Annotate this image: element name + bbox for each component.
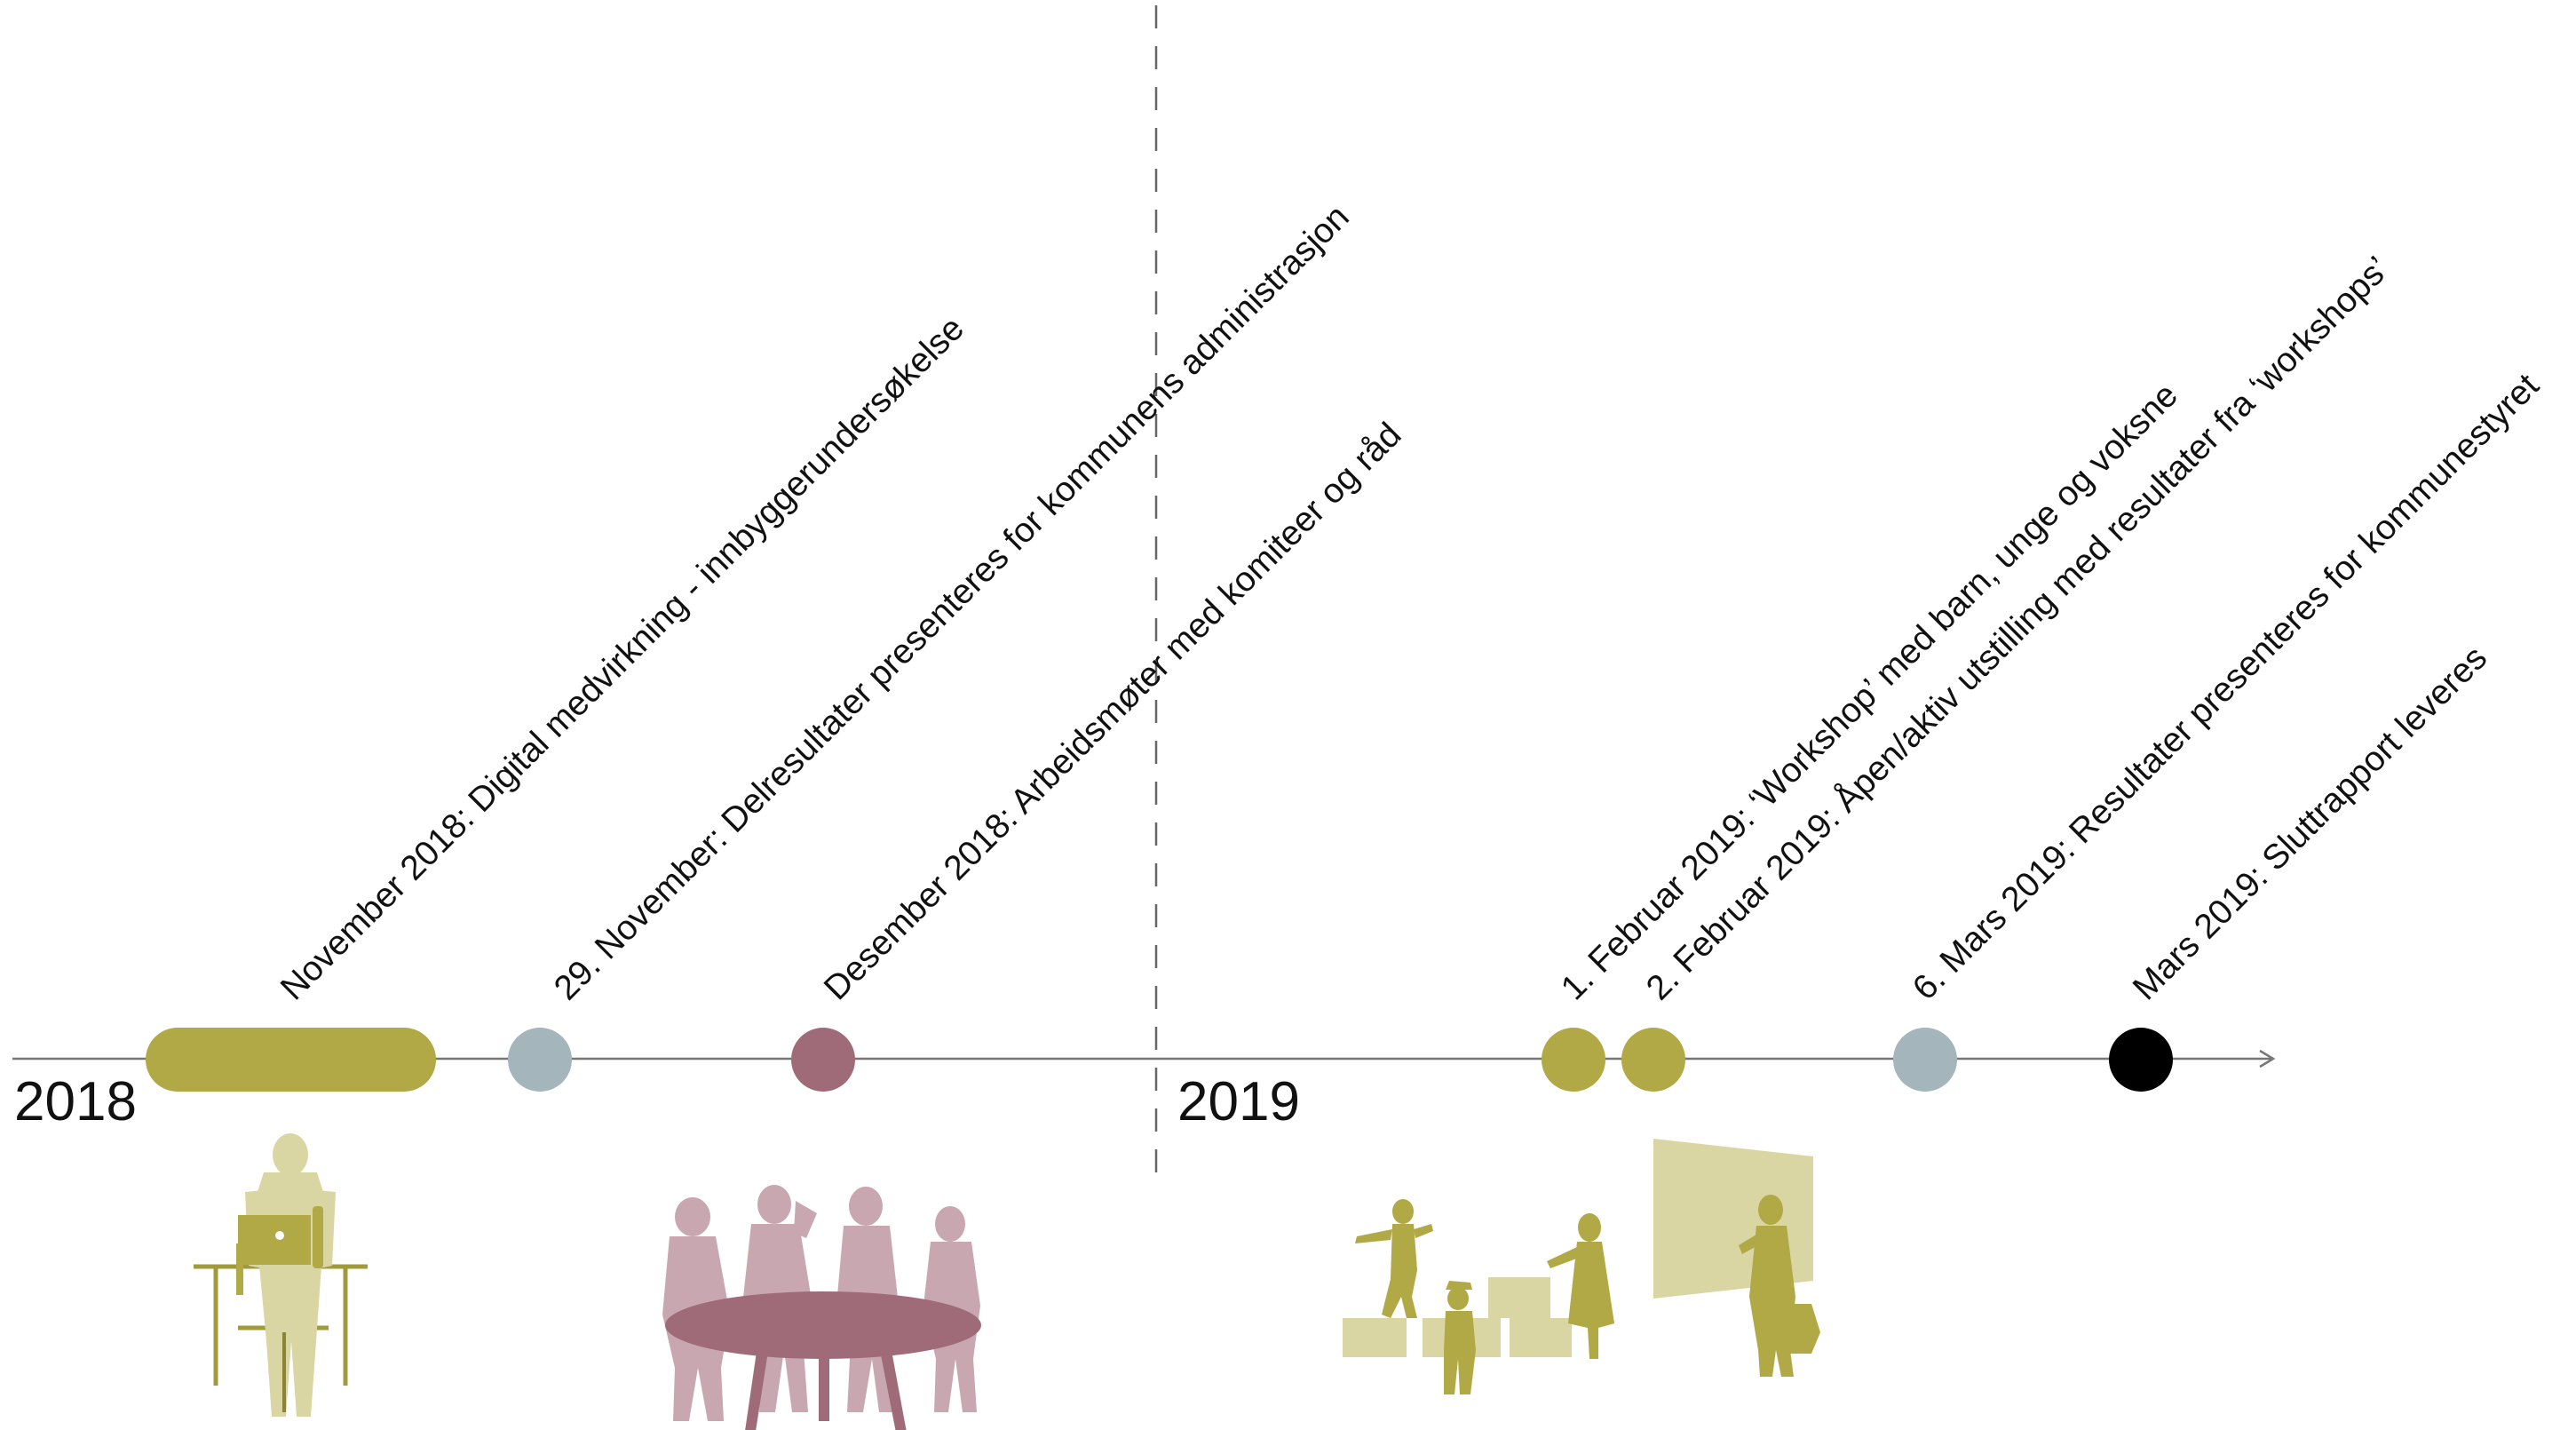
person-with-laptop-illustration <box>194 1133 368 1417</box>
event-marker-committee-meetings <box>791 1028 855 1092</box>
event-marker-exhibition <box>1621 1028 1685 1092</box>
meeting-around-table-illustration <box>662 1185 981 1430</box>
event-marker-admin-presentation <box>508 1028 572 1092</box>
event-marker-workshop <box>1542 1028 1605 1092</box>
year-label-2018: 2018 <box>14 1071 137 1132</box>
event-marker-final-report <box>2109 1028 2173 1092</box>
event-label-final-report: Mars 2019: Sluttrapport leveres <box>2126 639 2494 1007</box>
exhibition-viewer-illustration <box>1653 1139 1820 1377</box>
children-workshop-illustration <box>1343 1199 1614 1394</box>
event-label-workshop: 1. Februar 2019: ‘Workshop’ med barn, un… <box>1554 376 2185 1007</box>
event-markers <box>146 1028 2173 1092</box>
event-label-digital-survey: November 2018: Digital medvirkning - inn… <box>273 309 971 1007</box>
axis-arrow-icon <box>2259 1049 2276 1069</box>
event-label-committee-meetings: Desember 2018: Arbeidsmøter med komiteer… <box>817 416 1409 1008</box>
event-labels: November 2018: Digital medvirkning - inn… <box>273 198 2547 1008</box>
event-marker-council-presentation <box>1893 1028 1957 1092</box>
year-label-2019: 2019 <box>1177 1071 1300 1132</box>
